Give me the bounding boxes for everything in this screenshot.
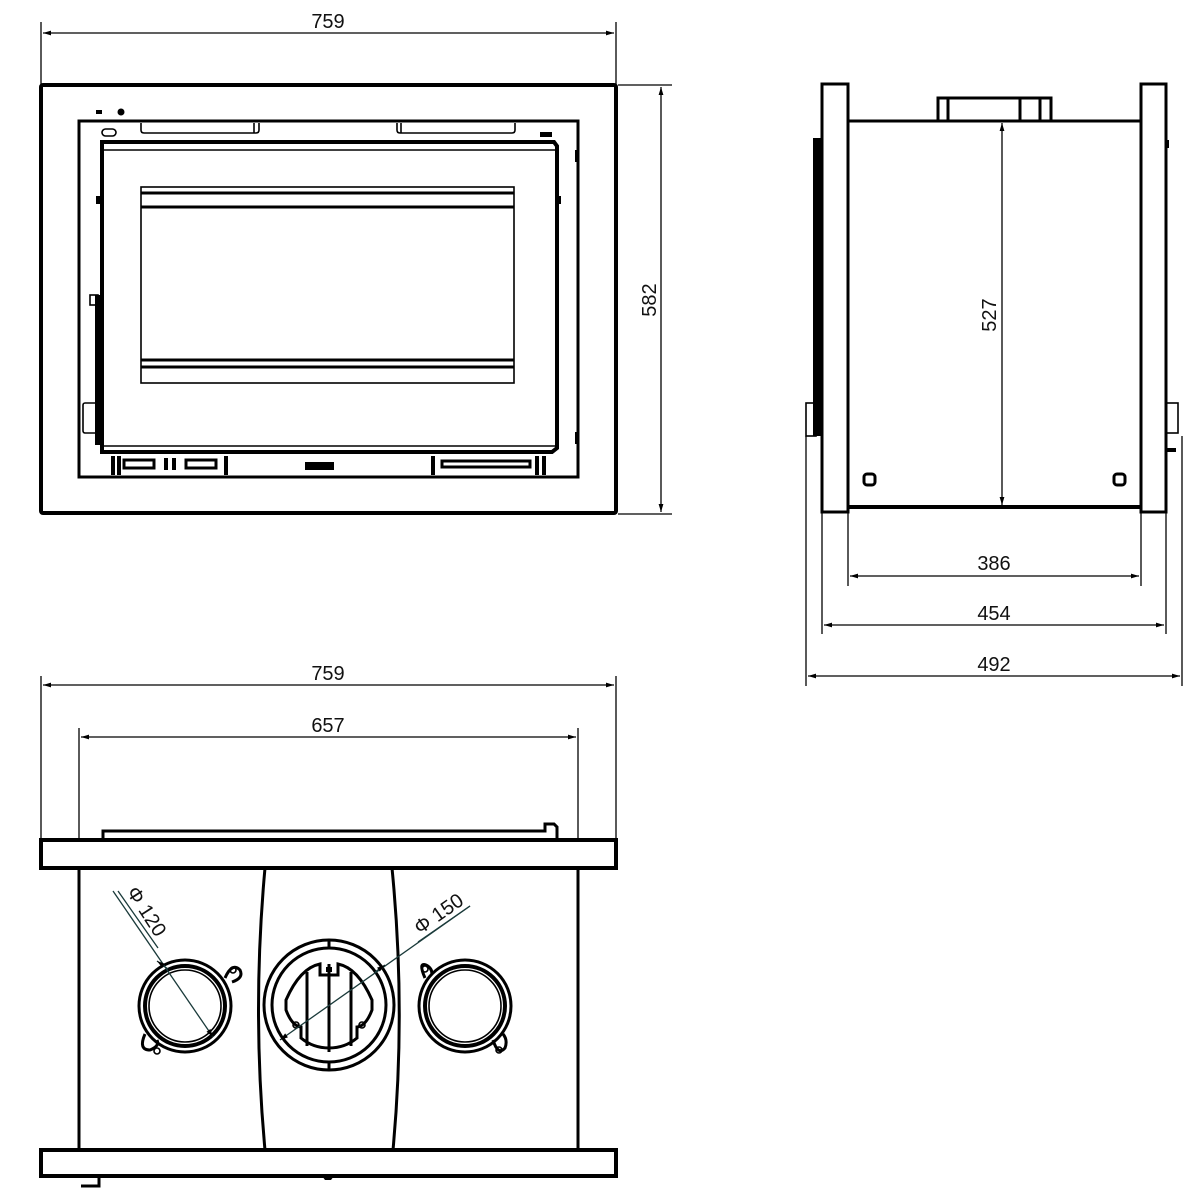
outlet-small-dimension: Φ 120 <box>112 883 214 1038</box>
outer-frame <box>39 83 618 515</box>
door-hinge <box>82 294 101 445</box>
side-view: 527 386 454 492 <box>805 82 1183 686</box>
front-frame-post <box>820 82 850 514</box>
center-panel-left-edge <box>257 867 267 1151</box>
side-frame-depth-label: 454 <box>977 603 1010 625</box>
outlet-right <box>417 958 513 1054</box>
top-view: 759 657 <box>39 663 618 1188</box>
front-width-label: 759 <box>311 11 344 33</box>
latch-icon <box>540 132 552 137</box>
front-view: 759 582 <box>39 11 672 515</box>
side-inner-height-dimension: 527 <box>979 123 1005 505</box>
front-width-dimension: 759 <box>40 11 617 84</box>
front-height-label: 582 <box>639 283 661 316</box>
top-slot-right <box>396 123 516 134</box>
outlet-center <box>262 938 396 1072</box>
side-inner-height-label: 527 <box>979 298 1001 331</box>
center-panel-right-edge <box>390 867 401 1151</box>
door <box>100 140 559 454</box>
bottom-flange <box>39 1148 618 1178</box>
mount-bolt-right <box>1112 472 1127 487</box>
bottom-center-badge <box>305 462 334 470</box>
side-body-depth-label: 386 <box>977 553 1010 575</box>
bottom-vents <box>111 456 546 475</box>
top-slot-left <box>140 123 260 134</box>
indicator-dot-icon <box>117 108 125 116</box>
door-glass <box>140 186 515 384</box>
indicator-square-icon <box>96 110 102 114</box>
top-flange <box>39 838 618 870</box>
air-control-knob <box>101 128 117 137</box>
rear-frame-post <box>1139 82 1168 514</box>
top-rail <box>101 822 559 838</box>
outlet-small-label: Φ 120 <box>122 883 170 941</box>
top-body-width-label: 657 <box>311 715 344 737</box>
side-overall-depth-label: 492 <box>977 654 1010 676</box>
outlet-left <box>137 958 243 1055</box>
front-height-dimension: 582 <box>618 84 672 515</box>
mount-bolt-left <box>862 472 877 487</box>
top-overall-width-label: 759 <box>311 663 344 685</box>
inner-frame <box>77 119 580 479</box>
flue-collar <box>936 96 1053 123</box>
